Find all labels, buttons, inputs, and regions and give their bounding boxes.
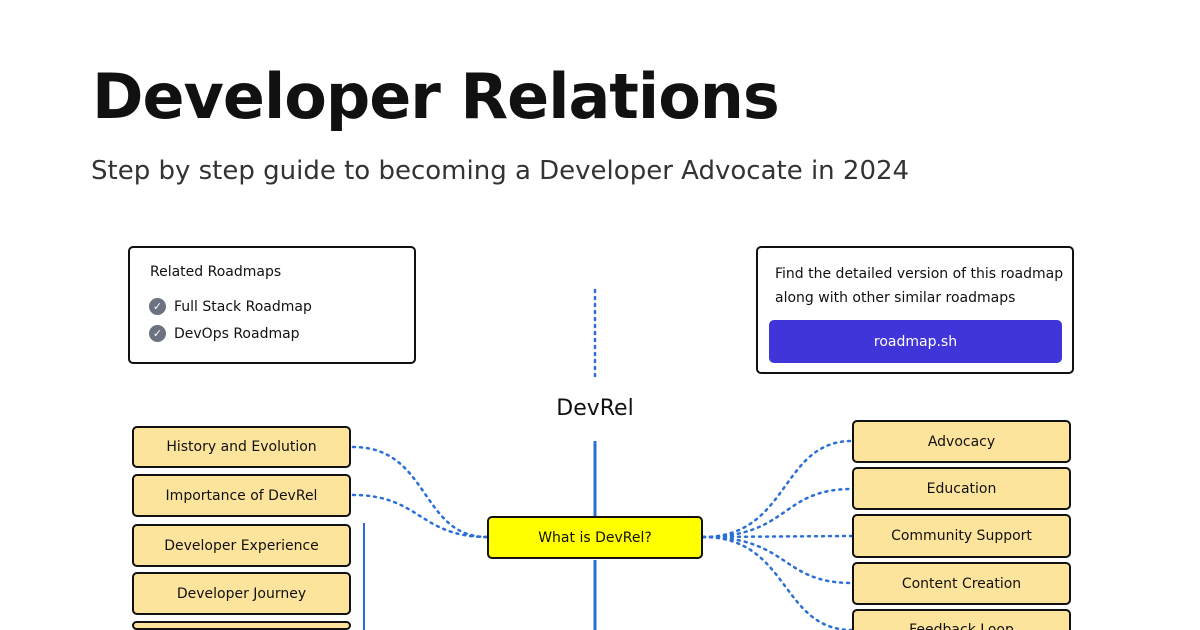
related-roadmap-link-devops[interactable]: ✓ DevOps Roadmap [149,325,300,342]
node-developer-journey[interactable]: Developer Journey [132,572,351,615]
connector-education [701,487,854,539]
roadmap-root-label: DevRel [556,396,634,421]
node-history-and-evolution[interactable]: History and Evolution [132,426,351,468]
node-feedback-loop[interactable]: Feedback Loop [852,609,1071,630]
node-importance-of-devrel[interactable]: Importance of DevRel [132,474,351,517]
node-developer-experience[interactable]: Developer Experience [132,524,351,567]
promo-text: Find the detailed version of this roadma… [775,266,1064,306]
page-subtitle: Step by step guide to becoming a Develop… [91,156,910,186]
connector-community [701,534,854,539]
related-roadmap-link-full-stack[interactable]: ✓ Full Stack Roadmap [149,298,312,315]
node-community-support[interactable]: Community Support [852,514,1071,558]
related-roadmap-label: DevOps Roadmap [174,325,300,342]
connector-feedback [701,535,854,630]
node-advocacy[interactable]: Advocacy [852,420,1071,463]
connector-content [701,535,854,585]
detailed-roadmap-panel: Find the detailed version of this roadma… [756,246,1074,374]
roadmap-sh-button[interactable]: roadmap.sh [769,320,1062,363]
related-roadmaps-heading: Related Roadmaps [150,264,282,280]
related-roadmap-label: Full Stack Roadmap [174,298,312,315]
check-circle-icon: ✓ [149,298,166,315]
check-circle-icon: ✓ [149,325,166,342]
page-title: Developer Relations [92,60,780,133]
connector-importance [351,493,489,539]
node-what-is-devrel[interactable]: What is DevRel? [487,516,703,559]
connector-advocacy [701,439,854,539]
node-education[interactable]: Education [852,467,1071,510]
node-content-creation[interactable]: Content Creation [852,562,1071,605]
node-partial-left[interactable] [132,621,351,630]
connector-history [351,445,489,539]
related-roadmaps-panel: Related Roadmaps ✓ Full Stack Roadmap ✓ … [128,246,416,364]
